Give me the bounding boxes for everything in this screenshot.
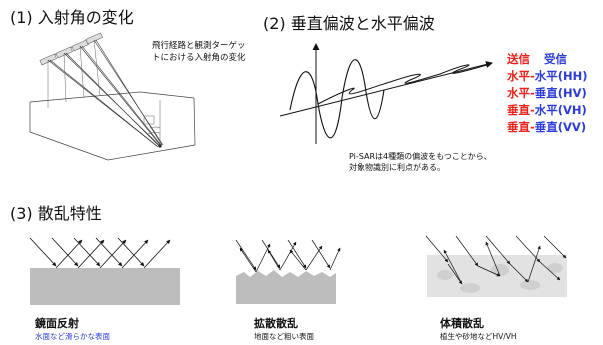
specular-reflection-diagram xyxy=(29,237,180,305)
ground-right-edge xyxy=(193,97,196,146)
diffuse-caption: 拡散散乱 地面など粗い表面 xyxy=(254,315,314,342)
incidence-angle-diagram xyxy=(29,32,196,161)
ground-front-edge xyxy=(29,131,109,161)
aircraft-2 xyxy=(55,46,73,59)
polarization-row-hh: 水平-水平(HH) xyxy=(507,69,588,83)
specular-caption-name: 鏡面反射 xyxy=(35,317,79,330)
polarization-row-vh: 垂直-水平(VH) xyxy=(507,103,587,117)
volume-rays xyxy=(425,235,567,285)
rx-header: 受信 xyxy=(544,52,568,66)
ground-right-front xyxy=(107,144,196,161)
vertical-wave xyxy=(289,59,385,139)
section3-title: (3) 散乱特性 xyxy=(10,204,102,223)
section1-note: 飛行経路と観測ターゲッ トにおける入射角の変化 xyxy=(152,40,246,64)
flight-track xyxy=(39,32,103,66)
specular-caption: 鏡面反射 水面など滑らかな表面 xyxy=(35,315,110,342)
volume-caption: 体積散乱 植生や砂地などHV/VH xyxy=(440,315,517,342)
polarization-header: 送信 受信 xyxy=(507,51,588,68)
section2-title: (2) 垂直偏波と水平偏波 xyxy=(263,14,435,33)
angle-arcs xyxy=(143,115,161,135)
section2-note: Pi-SARは4種類の偏波をもつことから、 対象物識別に利点がある。 xyxy=(349,151,492,173)
rough-surface xyxy=(236,270,336,304)
diffuse-rays xyxy=(235,239,341,273)
polarization-row-vv: 垂直-垂直(VV) xyxy=(507,120,587,134)
aircraft-1 xyxy=(39,53,57,66)
volume-caption-name: 体積散乱 xyxy=(440,317,484,330)
volume-scattering-diagram xyxy=(425,235,567,297)
polarization-wave-diagram xyxy=(279,43,493,144)
propagation-axis xyxy=(279,61,493,117)
aircraft-4 xyxy=(85,32,103,45)
volume-caption-desc: 植生や砂地などHV/VH xyxy=(440,332,517,341)
polarization-row-hv: 水平-垂直(HV) xyxy=(507,86,587,100)
specular-caption-desc: 水面など滑らかな表面 xyxy=(35,332,110,341)
ground-back-right xyxy=(139,91,195,99)
diffuse-scattering-diagram xyxy=(235,239,341,304)
tx-header: 送信 xyxy=(507,52,530,66)
target-point xyxy=(158,144,162,148)
nadir-lines xyxy=(47,39,161,146)
diffuse-caption-desc: 地面など粗い表面 xyxy=(254,332,314,341)
volume-particles xyxy=(437,263,563,293)
smooth-surface xyxy=(30,268,180,305)
section1-title: (1) 入射角の変化 xyxy=(10,8,134,27)
specular-rays xyxy=(29,237,171,269)
polarization-table: 送信 受信 水平-水平(HH) 水平-垂直(HV) 垂直-水平(VH) 垂直-垂… xyxy=(507,51,588,136)
horizontal-wave xyxy=(317,63,491,105)
diffuse-caption-name: 拡散散乱 xyxy=(254,317,298,330)
section1-note-line-2: トにおける入射角の変化 xyxy=(152,53,246,63)
section2-note-line-1: Pi-SARは4種類の偏波をもつことから、 xyxy=(349,152,492,161)
section1-note-line-1: 飛行経路と観測ターゲッ xyxy=(152,41,246,51)
ground-back-edge xyxy=(29,91,141,103)
section2-note-line-2: 対象物識別に利点がある。 xyxy=(349,163,445,172)
